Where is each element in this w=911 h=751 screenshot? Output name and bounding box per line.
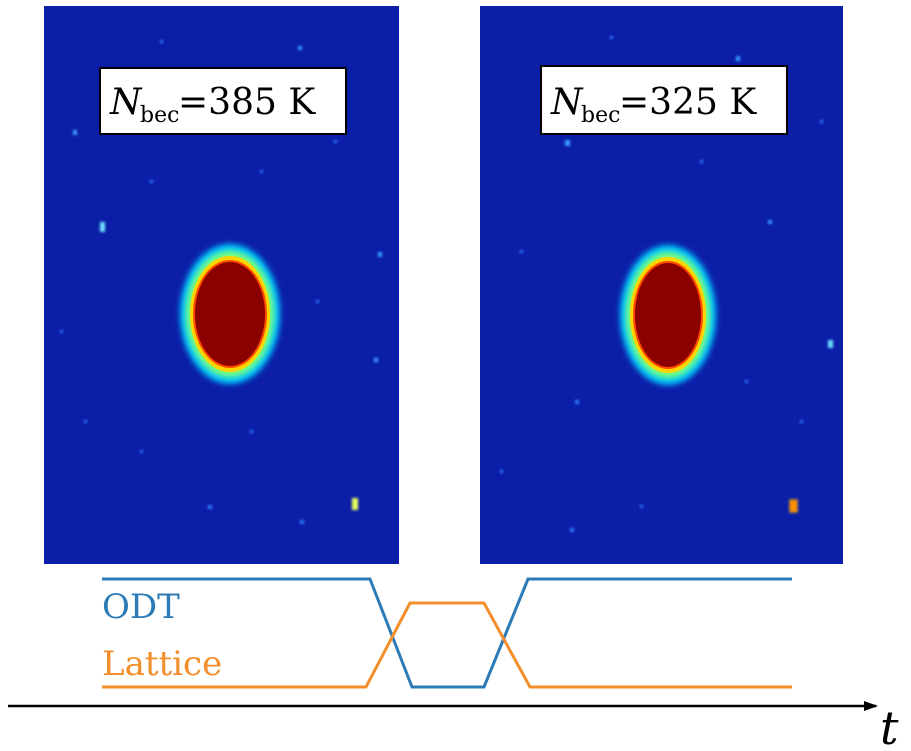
- atom-number-label-right: N bec =325 K: [540, 65, 788, 135]
- noise-speckles-left: [60, 40, 382, 524]
- label-value-right: =325 K: [619, 82, 757, 123]
- noise-speckles-right: [500, 36, 833, 532]
- label-subscript-left: bec: [140, 103, 179, 128]
- label-subscript-right: bec: [581, 103, 620, 128]
- lattice-label: Lattice: [102, 644, 222, 684]
- bec-cloud-left: [180, 244, 280, 384]
- time-axis-label: t: [880, 701, 899, 751]
- odt-trace: [102, 577, 792, 689]
- label-value-left: =385 K: [178, 82, 316, 123]
- label-box-left: [99, 67, 347, 135]
- label-symbol-left: N: [109, 82, 143, 123]
- timing-sequence: ODT Lattice: [102, 577, 792, 689]
- absorption-image-left: N bec =385 K: [44, 6, 399, 564]
- label-box-right: [540, 65, 788, 135]
- odt-label: ODT: [102, 587, 180, 627]
- atom-number-label-left: N bec =385 K: [99, 67, 347, 135]
- time-axis: t: [8, 701, 899, 751]
- lattice-trace: [102, 601, 792, 689]
- absorption-image-right: N bec =325 K: [480, 6, 843, 564]
- label-symbol-right: N: [550, 82, 584, 123]
- bec-cloud-right: [620, 245, 716, 385]
